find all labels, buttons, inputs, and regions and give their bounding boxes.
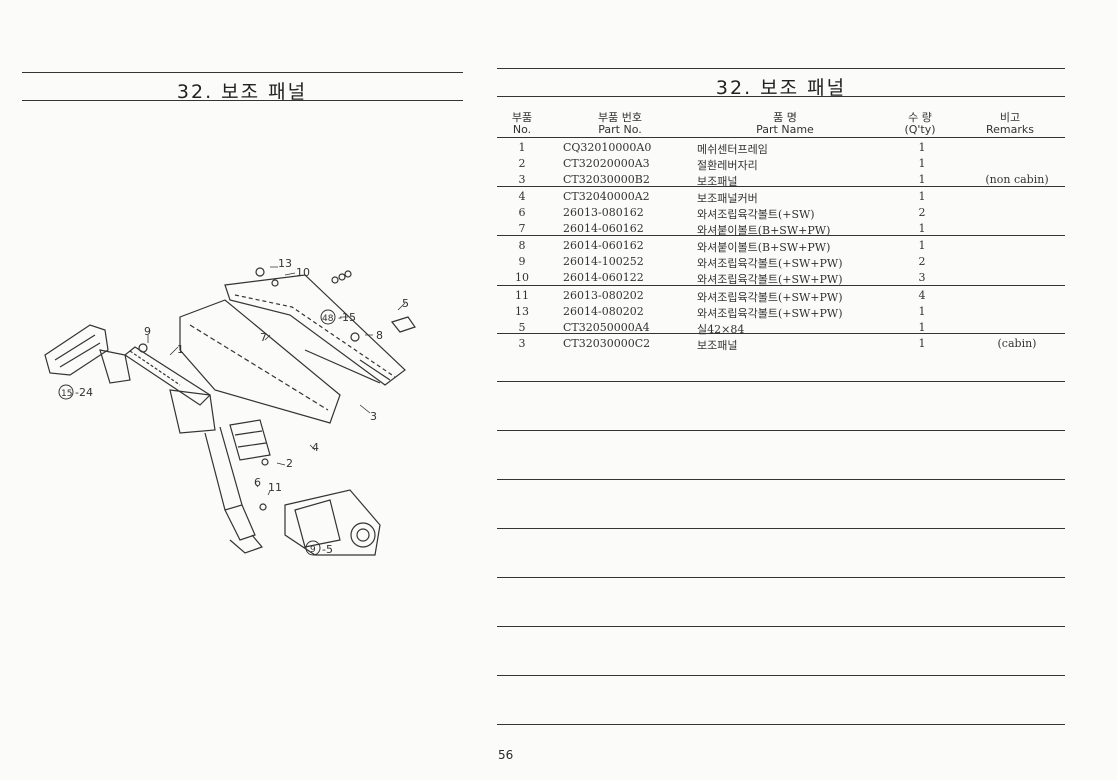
blank-rule (497, 724, 1065, 725)
blank-rule (497, 528, 1065, 529)
part-15-bracket (44, 324, 109, 376)
callout-9: 9 (144, 325, 151, 338)
table-header-rule (497, 137, 1065, 138)
part-2-bracket (229, 419, 271, 461)
callout-24: -24 (75, 386, 93, 399)
bolt-9-icon (138, 343, 148, 353)
blank-rule (497, 381, 1065, 382)
part-1-housing (169, 389, 216, 434)
callout-48: 48 (322, 314, 334, 324)
callout-15: -15 (338, 311, 356, 324)
bolt-10-icon (271, 279, 279, 287)
callout-5: 5 (402, 297, 409, 310)
header-qty: 수 량(Q'ty) (904, 111, 936, 136)
bolt-8-icon (350, 332, 360, 342)
callout-3: 3 (370, 410, 377, 423)
callout-6: 6 (254, 476, 261, 489)
callout-11: 11 (268, 481, 282, 494)
callout-8: 8 (376, 329, 383, 342)
blank-rule (497, 675, 1065, 676)
blank-rule (497, 430, 1065, 431)
part-5-seal (390, 316, 416, 333)
right-title-rule-bottom (497, 96, 1065, 97)
right-page-title: 32. 보조 패널 (715, 77, 847, 99)
blank-rule (497, 577, 1065, 578)
left-title-rule-bottom (22, 100, 463, 101)
callout-5b: -5 (322, 543, 333, 556)
row-group-rule (497, 285, 1065, 286)
callout-1: 1 (177, 343, 184, 356)
page-number: 56 (498, 748, 514, 762)
callout-2: 2 (286, 457, 293, 470)
blank-rule (497, 479, 1065, 480)
callout-13: 13 (278, 257, 292, 270)
part-3-sub-panel (224, 274, 406, 386)
left-title-rule-top (22, 72, 463, 73)
pedal (229, 534, 264, 554)
callout-15b: 15 (61, 389, 72, 399)
bolt-6-icon (261, 458, 269, 466)
row-group-rule (497, 333, 1065, 334)
row-group-rule (497, 235, 1065, 236)
callout-7: 7 (260, 331, 267, 344)
callout-9b: 9 (310, 545, 316, 555)
part-4-panel-cover (179, 299, 341, 424)
row-group-rule (497, 186, 1065, 187)
blank-rule (497, 626, 1065, 627)
callout-4: 4 (312, 441, 319, 454)
bolt-13-icon (255, 267, 265, 277)
callout-10: 10 (296, 266, 310, 279)
parts-exploded-diagram: 13 10 5 48 -15 8 9 7 1 15 -24 3 4 2 6 11… (44, 257, 416, 556)
left-page-title: 32. 보조 패널 (176, 81, 308, 103)
right-title-rule-top (497, 68, 1065, 69)
bolt-11-icon (259, 503, 267, 511)
part-9-housing (284, 489, 381, 556)
